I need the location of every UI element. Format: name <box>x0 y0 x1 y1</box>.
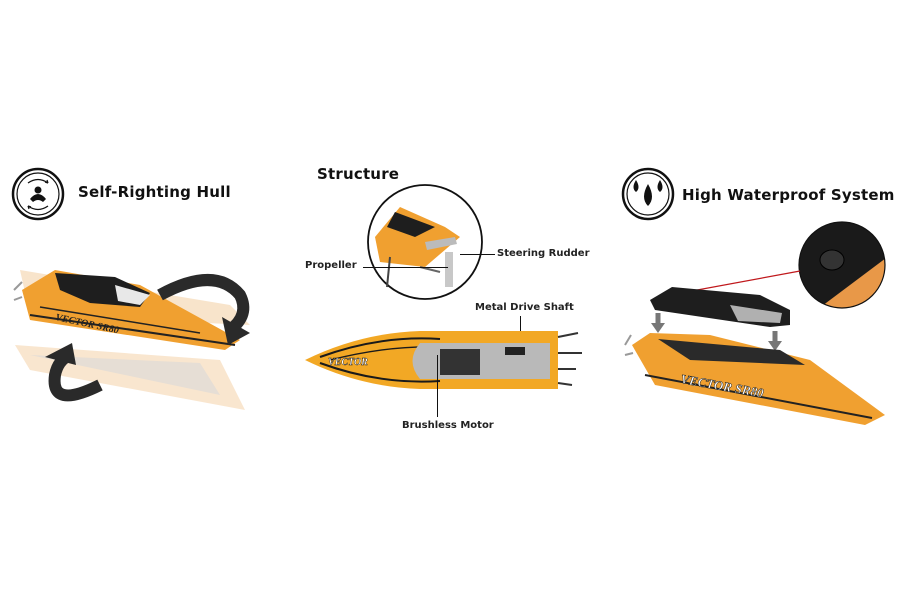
feature-title-structure: Structure <box>317 165 400 183</box>
structure-section: Structure Propeller Steering Rudder Meta… <box>295 160 605 440</box>
stern-detail-circle <box>365 182 485 302</box>
callout-metal-drive-shaft: Metal Drive Shaft <box>475 302 574 313</box>
callout-steering-rudder: Steering Rudder <box>497 248 590 259</box>
callout-line-propeller <box>363 267 448 268</box>
topview-decal: VECTOR <box>328 357 368 368</box>
callout-propeller: Propeller <box>305 260 357 271</box>
self-righting-boat-illustration: VECTOR SR80 <box>0 245 280 420</box>
structure-boat-topview: VECTOR <box>300 325 600 395</box>
callout-line-brushless-motor <box>437 355 438 417</box>
waterproof-section: High Waterproof System <box>610 160 900 440</box>
self-righting-section: Self-Righting Hull VECTOR SR80 <box>0 160 290 420</box>
water-drops-icon <box>620 166 676 222</box>
callout-line-steering-rudder <box>460 254 495 255</box>
waterproof-illustration: VECTOR SR80 <box>610 215 900 435</box>
feature-title-self-righting: Self-Righting Hull <box>78 183 231 201</box>
self-righting-icon <box>10 166 66 222</box>
feature-title-waterproof: High Waterproof System <box>682 186 895 204</box>
callout-brushless-motor: Brushless Motor <box>402 420 494 431</box>
